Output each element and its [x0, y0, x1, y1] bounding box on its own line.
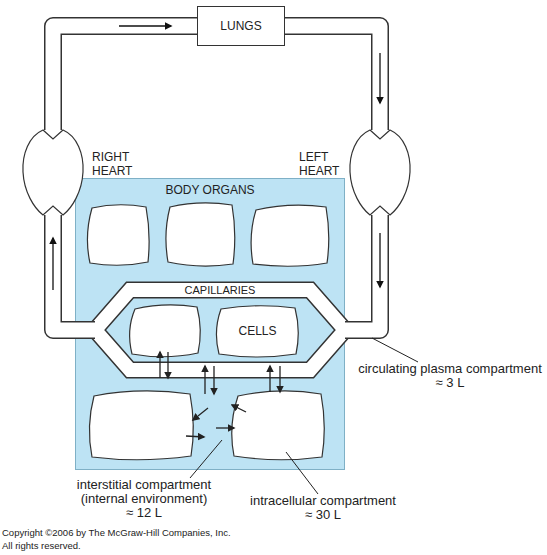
flow-arrow	[119, 25, 171, 26]
leader-line	[372, 338, 418, 362]
node-label: LUNGS	[220, 19, 261, 33]
heart-symbol: LEFT HEART	[349, 130, 411, 215]
flow-arrow	[52, 238, 53, 290]
vessel-wall	[285, 26, 380, 130]
capillary-band: CAPILLARIES CELLS	[95, 278, 345, 382]
blood-vessel	[53, 26, 197, 130]
node-label: BODY ORGANS	[76, 183, 344, 197]
compartment-label: intracellular compartment ≈ 30 L	[248, 494, 398, 522]
compartment-label: circulating plasma compartment ≈ 3 L	[356, 362, 544, 390]
copyright-note: Copyright ©2006 by The McGraw-Hill Compa…	[2, 527, 231, 539]
vessel-lumen	[285, 26, 380, 130]
vessel-wall	[53, 26, 197, 130]
cell-shape	[216, 306, 298, 357]
capillary-wall	[95, 290, 345, 370]
heart-outline	[349, 130, 411, 215]
node-label: CELLS	[238, 324, 276, 338]
flow-arrow	[379, 233, 380, 287]
heart-shape	[350, 130, 410, 215]
vessel-wall	[345, 215, 380, 330]
blood-vessel	[285, 26, 380, 130]
vessel-lumen	[53, 26, 197, 130]
heart-outline	[22, 130, 84, 215]
heart-label: RIGHT HEART	[92, 150, 142, 178]
heart-shape	[23, 130, 83, 215]
compartment-label: interstitial compartment (internal envir…	[76, 478, 212, 520]
organ-box: LUNGS	[197, 6, 285, 46]
vessel-lumen	[345, 215, 380, 330]
copyright-note: All rights reserved.	[2, 540, 81, 552]
cell-shape: CELLS	[215, 305, 300, 357]
node-label: CAPILLARIES	[95, 283, 345, 297]
heart-label: LEFT HEART	[299, 150, 345, 178]
flow-arrow	[379, 53, 380, 103]
heart-symbol: RIGHT HEART	[22, 130, 84, 215]
blood-vessel	[345, 215, 380, 330]
capillary-lumen	[95, 290, 345, 370]
organ-region: BODY ORGANS CAPILLARIES CELLS	[75, 178, 345, 470]
